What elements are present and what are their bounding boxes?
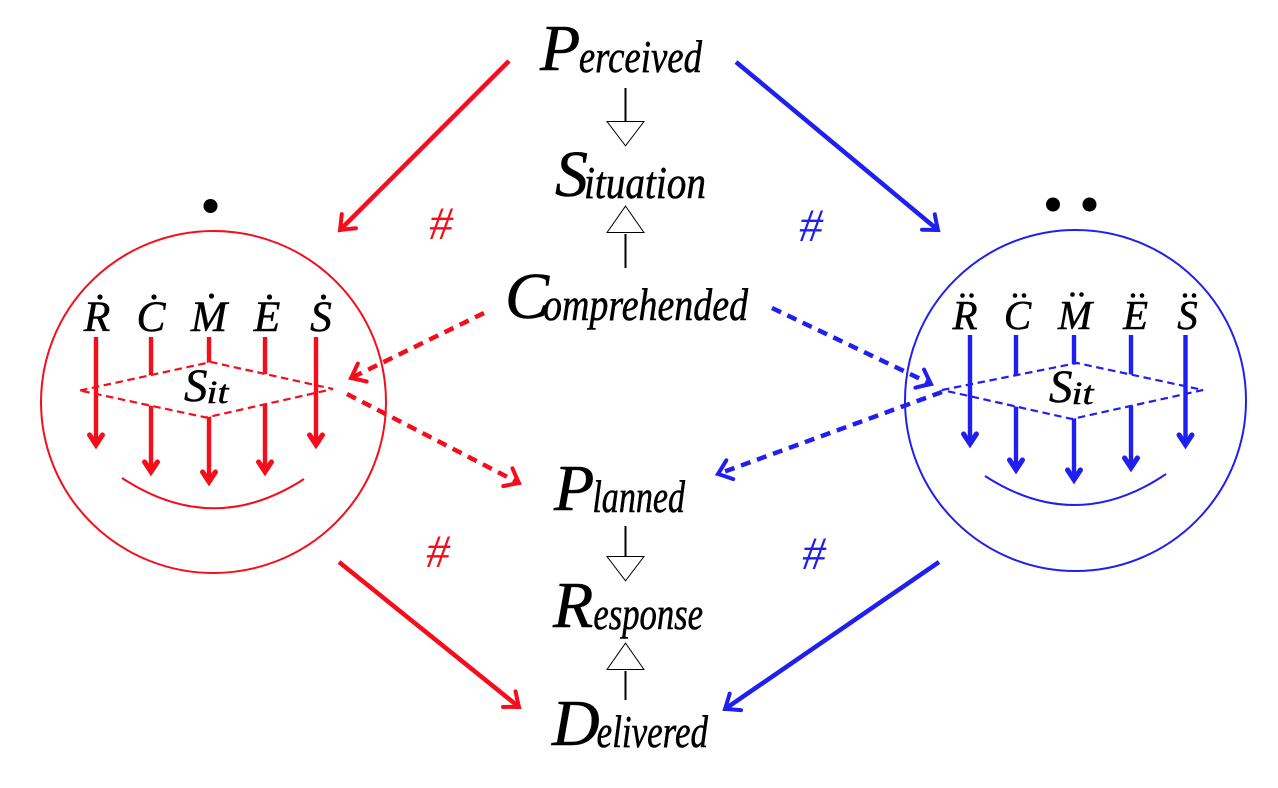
svg-text:E: E [1122, 292, 1148, 338]
svg-text:#: # [429, 198, 454, 250]
svg-text:R: R [83, 293, 111, 341]
svg-text:R: R [951, 292, 977, 338]
svg-text:#: # [426, 526, 451, 578]
svg-text:M: M [1057, 292, 1095, 338]
svg-text:C: C [1004, 292, 1032, 338]
svg-text:Comprehended: Comprehended [505, 260, 749, 333]
svg-text:E: E [253, 293, 281, 341]
svg-text:#: # [799, 200, 824, 252]
svg-text:S: S [1177, 292, 1198, 338]
svg-text:Planned: Planned [553, 452, 686, 525]
svg-text:Delivered: Delivered [551, 687, 709, 760]
svg-text:M: M [190, 293, 230, 341]
svg-text:Response: Response [552, 569, 703, 642]
svg-text:Situation: Situation [555, 138, 706, 211]
svg-text:S: S [310, 293, 332, 341]
svg-text:Perceived: Perceived [539, 12, 703, 85]
svg-text:C: C [136, 293, 166, 341]
svg-text:#: # [802, 528, 827, 580]
